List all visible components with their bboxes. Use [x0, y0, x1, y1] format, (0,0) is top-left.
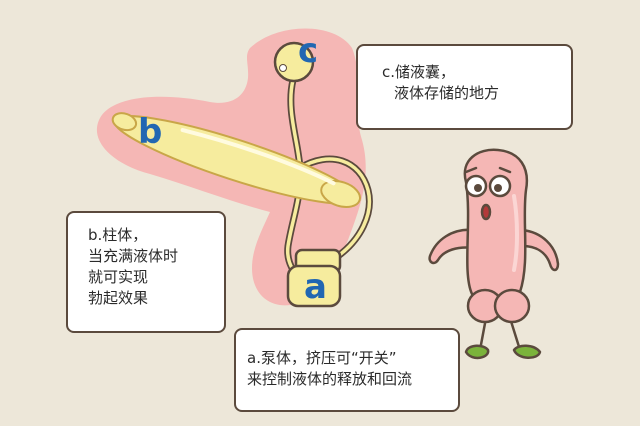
callout-c-line2: 液体存储的地方 — [394, 84, 500, 102]
callout-cylinder: b.柱体， 当充满液体时 就可实现 勃起效果 — [66, 211, 226, 333]
label-b: b — [138, 112, 162, 152]
callout-b-line1: b.柱体， — [88, 226, 148, 244]
cylinder-b — [111, 112, 361, 208]
pump-a — [286, 248, 342, 308]
callout-b-line2: 当充满液体时 — [88, 247, 179, 265]
callout-pump: a.泵体，挤压可“开关” 来控制液体的释放和回流 — [234, 328, 460, 412]
callout-c-line1: c.储液囊， — [382, 63, 456, 81]
label-c: c — [298, 31, 318, 71]
callout-a-line2: 来控制液体的释放和回流 — [247, 370, 413, 388]
callout-reservoir: c.储液囊， 液体存储的地方 — [356, 44, 573, 130]
label-a: a — [304, 267, 327, 307]
callout-a-line1: a.泵体，挤压可“开关” — [247, 349, 397, 367]
callout-b-line4: 勃起效果 — [88, 289, 149, 307]
cartoon-character — [428, 148, 560, 360]
callout-b-line3: 就可实现 — [88, 268, 149, 286]
